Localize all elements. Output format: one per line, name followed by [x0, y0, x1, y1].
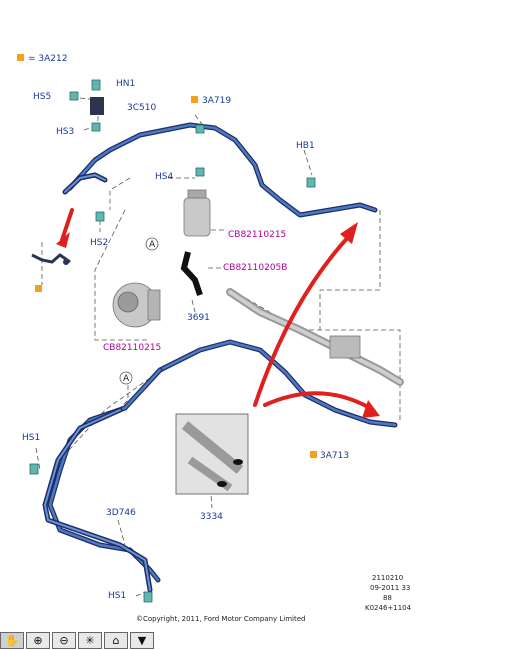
orange-markers	[17, 54, 317, 458]
label-3d746: 3D746	[106, 508, 136, 518]
fit-button[interactable]: ✳	[78, 632, 102, 649]
info-line-4: K0246+1104	[365, 604, 412, 612]
dropdown-icon: ▼	[137, 634, 147, 647]
zoom-in-button[interactable]: ⊕	[26, 632, 50, 649]
label-hs5: HS5	[33, 92, 51, 102]
callout-a-1: A	[149, 240, 156, 250]
label-hs1-b: HS1	[108, 591, 126, 601]
home-icon: ⌂	[112, 634, 120, 647]
bracket-3a212	[31, 253, 71, 265]
steering-gear	[226, 288, 404, 386]
label-hs3: HS3	[56, 127, 74, 137]
label-cb82110215-b: CB82110215	[103, 343, 161, 353]
parts-diagram: A A = 3A212 HN1 HS5 3C510 HS3 3A719 HB1 …	[17, 54, 412, 623]
hand-icon: ✋	[5, 634, 19, 647]
info-line-1: 2110210	[372, 574, 403, 582]
callout-a-2: A	[123, 374, 130, 384]
leader-lines	[35, 97, 401, 597]
hose-3691	[180, 251, 203, 296]
label-3334: 3334	[200, 512, 223, 522]
info-line-3: 88	[383, 594, 392, 602]
zoom-in-icon: ⊕	[33, 634, 43, 647]
label-3a713: 3A713	[320, 451, 349, 461]
callout-circles	[119, 237, 159, 385]
label-3691: 3691	[187, 313, 210, 323]
info-line-2: 09-2011 33	[370, 584, 410, 592]
label-cb82110205b: CB82110205B	[223, 263, 287, 273]
hand-button[interactable]: ✋	[0, 632, 24, 649]
label-3a719: 3A719	[202, 96, 231, 106]
dropdown-button[interactable]: ▼	[130, 632, 154, 649]
zoom-out-button[interactable]: ⊖	[52, 632, 76, 649]
legend-text: = 3A212	[28, 54, 67, 64]
return-hose	[42, 339, 398, 593]
label-hb1: HB1	[296, 141, 315, 151]
zoom-out-icon: ⊖	[59, 634, 69, 647]
label-hs4: HS4	[155, 172, 173, 182]
bracket-3c510	[90, 97, 104, 115]
home-button[interactable]: ⌂	[104, 632, 128, 649]
fittings	[29, 79, 316, 603]
label-hs1-a: HS1	[22, 433, 40, 443]
label-hn1: HN1	[116, 79, 135, 89]
label-cb82110215-a: CB82110215	[228, 230, 286, 240]
copyright-text: ©Copyright, 2011, Ford Motor Company Lim…	[136, 615, 305, 623]
power-steering-pump	[112, 282, 161, 328]
info-block: 2110210 09-2011 33 88 K0246+1104	[365, 574, 412, 612]
label-hs2: HS2	[90, 238, 108, 248]
label-3c510: 3C510	[127, 103, 156, 113]
detail-inset	[175, 413, 249, 495]
arrow-heads	[56, 222, 380, 418]
flow-arrows	[60, 208, 372, 410]
viewer-toolbar: ✋ ⊕ ⊖ ✳ ⌂ ▼	[0, 632, 154, 650]
pressure-hose	[62, 122, 378, 218]
fluid-reservoir	[183, 189, 211, 237]
fit-icon: ✳	[85, 634, 95, 647]
